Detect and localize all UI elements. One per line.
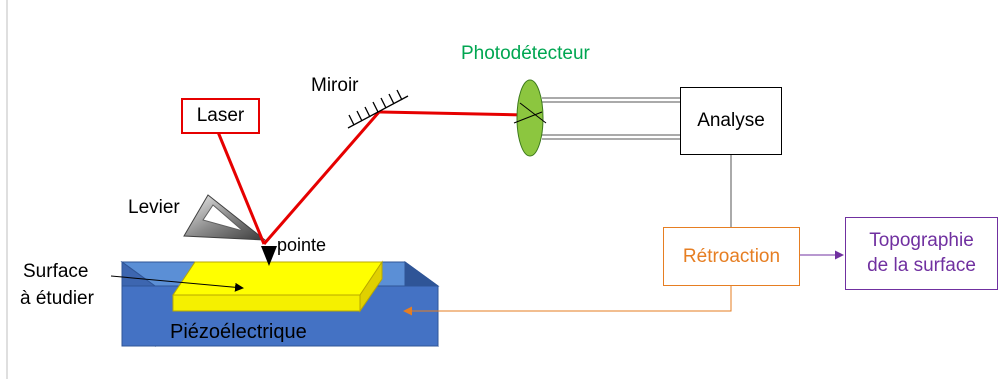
photodetecteur-label: Photodétecteur <box>461 43 590 64</box>
levier-label: Levier <box>128 197 180 218</box>
photodetector-icon <box>513 79 547 157</box>
retroaction-box: Rétroaction <box>663 227 800 286</box>
retroaction-label: Rétroaction <box>682 245 781 267</box>
detector-cables <box>542 97 680 140</box>
topographie-label-line2: de la surface <box>867 254 976 276</box>
cantilever-highlight <box>202 204 244 232</box>
analyse-label: Analyse <box>697 110 765 131</box>
surface-label-line1: Surface <box>23 261 89 282</box>
laser-beam-incident <box>216 131 266 245</box>
piezo-label: Piézoélectrique <box>170 321 307 343</box>
miroir-label: Miroir <box>311 75 359 96</box>
feedback-to-piezo-arrow <box>403 286 732 316</box>
laser-beam-reflected <box>262 111 381 245</box>
sample-surface <box>172 260 383 313</box>
surface-pointer-arrow <box>110 275 244 292</box>
tip-icon <box>261 246 277 266</box>
laser-beam-to-detector <box>378 109 527 120</box>
topographie-box: Topographie de la surface <box>845 217 998 290</box>
laser-label: Laser <box>196 105 245 126</box>
laser-beam <box>216 109 527 245</box>
cantilever <box>183 194 267 241</box>
pointe-label: pointe <box>277 235 327 255</box>
sample-top-face <box>172 261 383 296</box>
topographie-label-line1: Topographie <box>869 229 974 251</box>
surface-label-line2: à étudier <box>20 288 94 309</box>
analyse-box: Analyse <box>680 87 782 155</box>
sample-front-face <box>172 294 361 312</box>
laser-box: Laser <box>181 98 260 134</box>
mirror-icon <box>347 89 409 129</box>
